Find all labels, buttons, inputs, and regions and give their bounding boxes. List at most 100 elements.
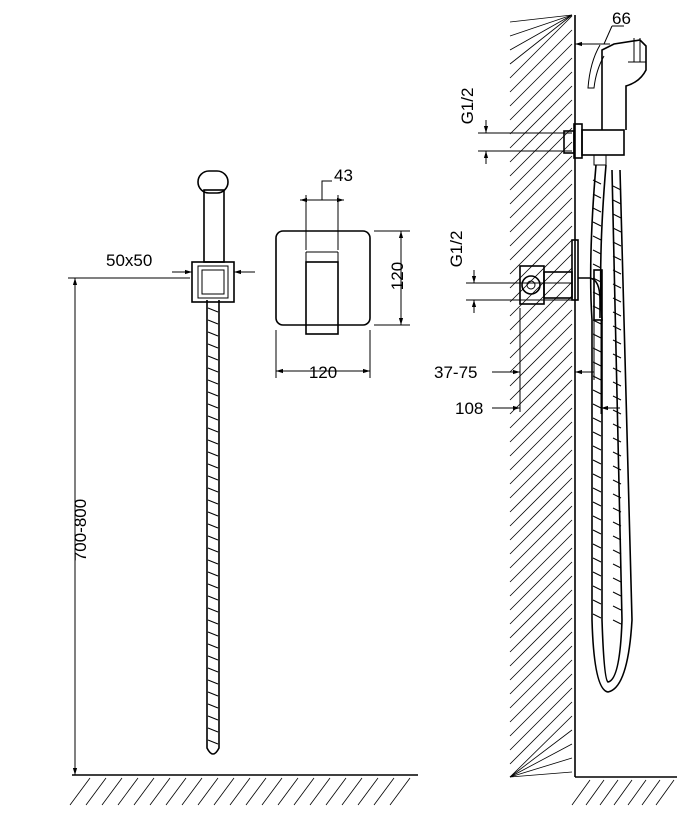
hatch-line <box>509 603 573 667</box>
hatch-line <box>117 777 139 806</box>
hatch-line <box>509 99 573 163</box>
hatch-line <box>509 379 573 443</box>
hatch-line <box>357 777 379 806</box>
mixer-plate-view: 43 120 120 <box>275 166 410 382</box>
hatch-line <box>592 347 602 353</box>
hatch-line <box>612 549 622 555</box>
hatch-line <box>207 523 219 529</box>
hatch-line <box>509 463 573 527</box>
hatch-line <box>612 199 622 205</box>
hatch-line <box>207 727 219 733</box>
hatch-line <box>592 319 602 325</box>
hatch-line <box>612 563 622 569</box>
hatch-line <box>612 409 622 415</box>
hatch-line <box>509 14 573 37</box>
hatch-line <box>509 743 573 778</box>
hatch-line <box>509 519 573 583</box>
hatch-line <box>592 249 602 255</box>
hatch-line <box>612 381 622 387</box>
hatch-line <box>592 235 602 241</box>
hatch-line <box>509 729 573 778</box>
hatch-line <box>612 297 622 303</box>
hatch-line <box>207 439 219 445</box>
hatch-line <box>509 533 573 597</box>
hatch-line <box>69 777 91 806</box>
hatch-line <box>592 557 602 563</box>
hatch-line <box>612 395 622 401</box>
hatch-line <box>592 333 602 339</box>
hatch-line <box>207 703 219 709</box>
hatch-line <box>599 779 619 806</box>
hatch-line <box>509 211 573 275</box>
hatch-line <box>509 14 573 65</box>
hatch-line <box>612 339 622 345</box>
hatch-line <box>389 777 411 806</box>
hatch-line <box>592 277 602 283</box>
hatch-line <box>509 421 573 485</box>
hatch-line <box>509 645 573 709</box>
hatch-line <box>509 631 573 695</box>
hatch-line <box>207 643 219 649</box>
hatch-line <box>509 183 573 247</box>
hatch-line <box>207 679 219 685</box>
side-view: 66 G1/2 G1/2 37-75 108 <box>434 9 677 806</box>
hatch-line <box>207 655 219 661</box>
hatch-line <box>207 403 219 409</box>
hatch-line <box>509 477 573 541</box>
hatch-line <box>612 423 622 429</box>
hatch-line <box>612 227 622 233</box>
plate-height-label: 120 <box>388 262 407 290</box>
plate-width-label: 120 <box>309 363 337 382</box>
hatch-line <box>207 463 219 469</box>
hatch-line <box>592 417 602 423</box>
hatch-line <box>373 777 395 806</box>
hatch-line <box>207 379 219 385</box>
hatch-line <box>641 779 661 806</box>
hatch-line <box>207 571 219 577</box>
hatch-line <box>207 691 219 697</box>
hatch-line <box>592 501 602 507</box>
hatch-line <box>592 599 602 605</box>
hatch-line <box>509 295 573 359</box>
hatch-line <box>207 451 219 457</box>
hatch-line <box>181 777 203 806</box>
hatch-line <box>612 605 622 611</box>
hatch-line <box>509 155 573 219</box>
hatch-line <box>207 535 219 541</box>
hatch-line <box>612 367 622 373</box>
hatch-line <box>509 547 573 611</box>
hatch-line <box>612 451 622 457</box>
hatch-line <box>612 493 622 499</box>
hatch-line <box>592 207 602 213</box>
hatch-line <box>592 515 602 521</box>
hatch-line <box>509 365 573 429</box>
hatch-line <box>509 673 573 737</box>
hatch-line <box>207 415 219 421</box>
hatch-line <box>592 179 602 185</box>
hatch-line <box>325 777 347 806</box>
hatch-line <box>612 311 622 317</box>
hatch-line <box>612 535 622 541</box>
hatch-line <box>592 613 602 619</box>
hatch-line <box>207 487 219 493</box>
hatch-line <box>509 435 573 499</box>
hatch-line <box>133 777 155 806</box>
hatch-line <box>509 14 573 23</box>
hatch-line <box>655 779 675 806</box>
hatch-line <box>207 547 219 553</box>
hatch-line <box>592 389 602 395</box>
hatch-line <box>509 197 573 261</box>
thread-lower-label: G1/2 <box>447 231 466 268</box>
floor-hatching <box>69 777 411 806</box>
hatch-line <box>509 393 573 457</box>
hatch-line <box>207 499 219 505</box>
side-hose-texture <box>592 179 622 625</box>
hatch-line <box>571 779 591 806</box>
wall-offset-label: 108 <box>455 399 483 418</box>
hatch-line <box>509 309 573 373</box>
hatch-line <box>207 559 219 565</box>
plate-depth-label: 43 <box>334 166 353 185</box>
hatch-line <box>509 715 573 778</box>
hatch-line <box>592 361 602 367</box>
hatch-line <box>509 113 573 177</box>
